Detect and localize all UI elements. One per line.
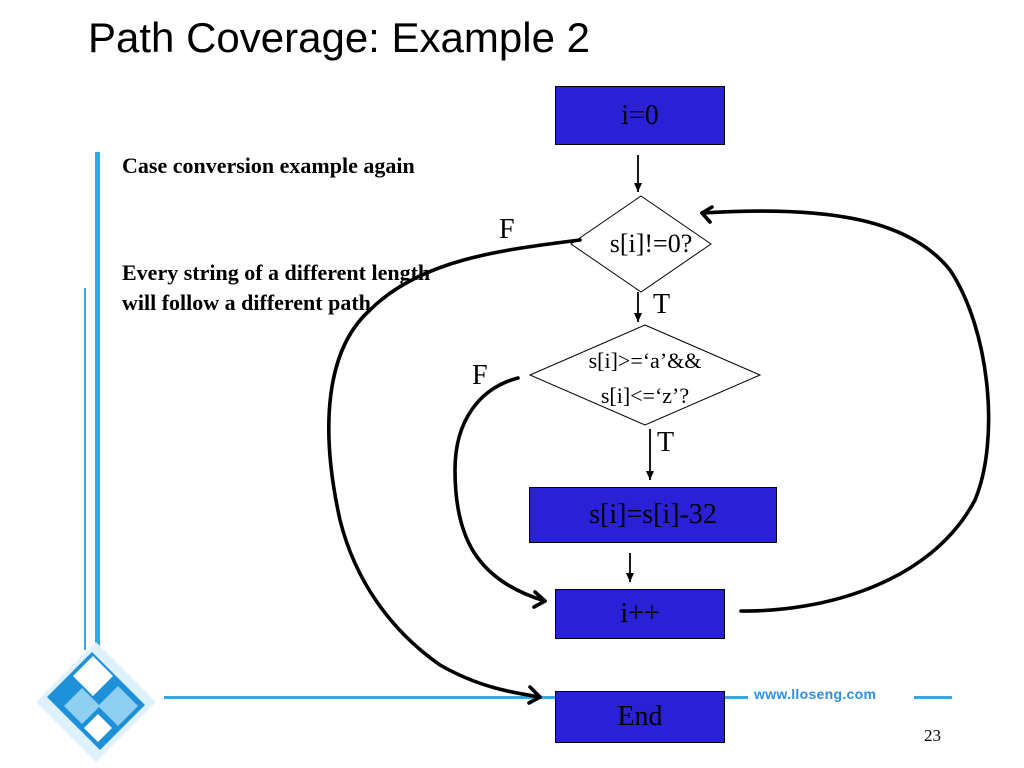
branch-false-label-1: F — [499, 214, 515, 245]
slide-title: Path Coverage: Example 2 — [88, 14, 590, 61]
decision2-label-line1: s[i]>=‘a’&& — [588, 348, 702, 373]
decision2-label-line2: s[i]<=‘z’? — [600, 383, 690, 408]
loop-increment-to-decision1 — [700, 209, 991, 613]
branch-false-label-2: F — [472, 360, 488, 391]
init-label: i=0 — [621, 99, 659, 131]
end-label: End — [617, 701, 663, 732]
decision1-label: s[i]!=0? — [609, 229, 693, 258]
false-path-decision1-to-end — [327, 238, 582, 699]
left-vertical-bar — [95, 152, 100, 705]
corner-logo-icon — [36, 642, 156, 762]
branch-true-label-1: T — [653, 289, 671, 320]
case-conversion-text: Case conversion example again — [122, 153, 415, 178]
init-box: i=0 — [555, 86, 725, 145]
increment-label: i++ — [620, 598, 660, 629]
decision2-diamond — [528, 324, 762, 426]
assign-box: s[i]=s[i]-32 — [529, 487, 777, 543]
decision1-diamond — [570, 195, 712, 293]
false-path-decision2-to-increment — [453, 376, 547, 603]
increment-box: i++ — [555, 589, 725, 639]
page-number: 23 — [924, 726, 941, 745]
bottom-horizontal-bar — [164, 696, 748, 699]
end-box: End — [555, 691, 725, 743]
left-thin-bar — [84, 288, 86, 650]
bottom-horizontal-bar-end — [914, 696, 952, 699]
footer-url: www.lloseng.com — [754, 686, 877, 702]
path-explanation-text: Every string of a different length will … — [122, 260, 431, 315]
loop-arrowhead-decision1 — [700, 205, 714, 224]
false-arrowhead-increment — [532, 590, 547, 609]
branch-true-label-2: T — [657, 427, 675, 458]
false-arrowhead-end — [527, 685, 542, 705]
assign-label: s[i]=s[i]-32 — [589, 499, 717, 530]
